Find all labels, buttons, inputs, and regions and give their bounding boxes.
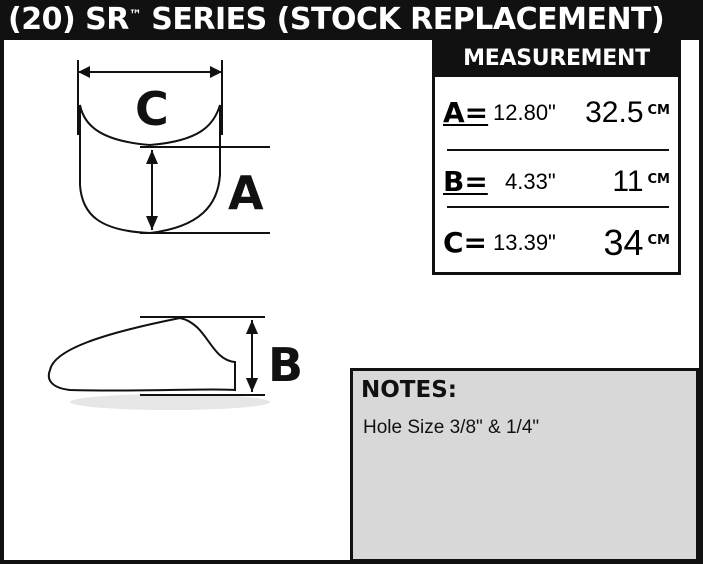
notes-panel: NOTES: Hole Size 3/8" & 1/4" [350, 368, 699, 562]
title-prefix: (20) SR [8, 2, 129, 37]
row-b-cm-value: 11 [612, 165, 644, 198]
page-title: (20) SR™ SERIES (STOCK REPLACEMENT) [0, 0, 703, 40]
row-b-label: B= [443, 165, 488, 198]
trademark-symbol: ™ [128, 8, 142, 23]
row-c-cm-value: 34 [603, 222, 644, 263]
dimension-a-label: A [228, 166, 264, 220]
row-a-cm-value: 32.5 [585, 96, 644, 129]
row-a-cm-unit: CM [647, 103, 670, 118]
title-suffix: SERIES (STOCK REPLACEMENT) [141, 2, 665, 37]
row-b-cm-unit: CM [647, 172, 670, 187]
top-view-diagram [77, 60, 270, 235]
dimension-c-label: C [135, 82, 169, 136]
row-separator [447, 206, 669, 208]
dimension-b-label: B [268, 338, 304, 392]
row-c-label: C= [443, 226, 488, 259]
row-b-inches: 4.33" [505, 169, 556, 194]
measurement-heading: MEASUREMENT [435, 43, 678, 77]
row-a-label: A= [443, 96, 489, 129]
windshield-side-outline [47, 316, 236, 392]
row-c-inches: 13.39" [493, 230, 556, 255]
notes-heading: NOTES: [361, 377, 457, 403]
row-c-cm-unit: CM [647, 233, 670, 248]
row-a-inches: 12.80" [493, 100, 556, 125]
row-separator [447, 149, 669, 151]
notes-text: Hole Size 3/8" & 1/4" [363, 417, 540, 438]
side-view-diagram [47, 316, 270, 410]
windshield-top-outline [79, 104, 221, 235]
